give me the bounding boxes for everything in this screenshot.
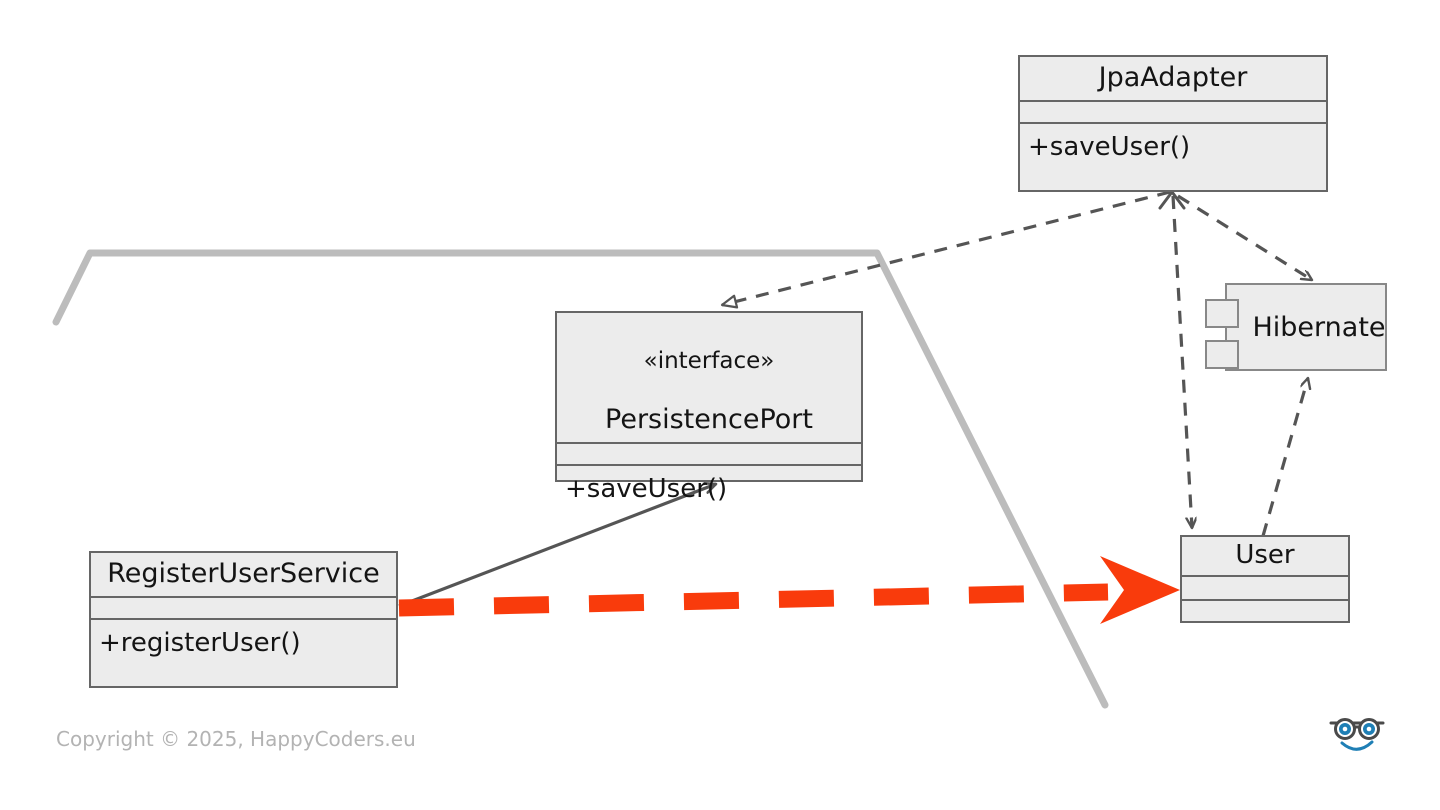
class-method-register-user: +registerUser() xyxy=(99,628,301,659)
class-method-jpa-adapter-save-user: +saveUser() xyxy=(1028,132,1191,163)
class-attributes-jpa-adapter xyxy=(1020,102,1326,125)
hexagon-boundary xyxy=(52,249,1109,709)
happycoders-nerd-face-logo xyxy=(1329,718,1385,751)
interface-box-persistence-port[interactable]: «interface» PersistencePort +saveUser() xyxy=(555,311,863,504)
interface-stereotype-label: «interface» xyxy=(643,348,775,375)
edge-service-uses-port xyxy=(398,484,716,608)
copyright-text: Copyright © 2025, HappyCoders.eu xyxy=(56,727,416,751)
interface-method-persistence-port-save-user: +saveUser() xyxy=(565,474,728,505)
class-title-register-user-service: RegisterUserService xyxy=(91,553,396,599)
component-tab-upper-icon xyxy=(1205,299,1239,328)
edge-arrowhead-into-jpa-adapter xyxy=(1158,190,1186,210)
interface-name-label: PersistencePort xyxy=(605,404,813,436)
class-box-register-user-service[interactable]: RegisterUserService +registerUser() xyxy=(89,551,398,688)
component-icon xyxy=(1205,299,1239,369)
interface-title-persistence-port: «interface» PersistencePort xyxy=(557,313,861,445)
edge-jpa-uses-user xyxy=(1171,195,1192,528)
component-box-hibernate[interactable]: Hibernate xyxy=(1205,283,1387,371)
class-methods-user xyxy=(1182,601,1348,625)
edge-jpa-uses-hibernate xyxy=(1177,194,1312,282)
class-box-user[interactable]: User xyxy=(1180,535,1350,623)
class-box-jpa-adapter[interactable]: JpaAdapter +saveUser() xyxy=(1018,55,1328,192)
edge-red-arrowhead xyxy=(1100,556,1180,624)
class-title-jpa-adapter: JpaAdapter xyxy=(1020,57,1326,103)
edge-user-uses-hibernate xyxy=(1261,378,1308,537)
class-attributes-register-user-service xyxy=(91,598,396,621)
edge-jpa-implements-port xyxy=(720,190,1171,309)
class-attributes-user xyxy=(1182,577,1348,602)
interface-attributes-persistence-port xyxy=(557,444,861,467)
class-title-user: User xyxy=(1182,537,1348,578)
component-tab-lower-icon xyxy=(1205,340,1239,369)
component-label-hibernate: Hibernate xyxy=(1252,311,1386,343)
edge-service-uses-user-highlighted xyxy=(398,583,1109,617)
